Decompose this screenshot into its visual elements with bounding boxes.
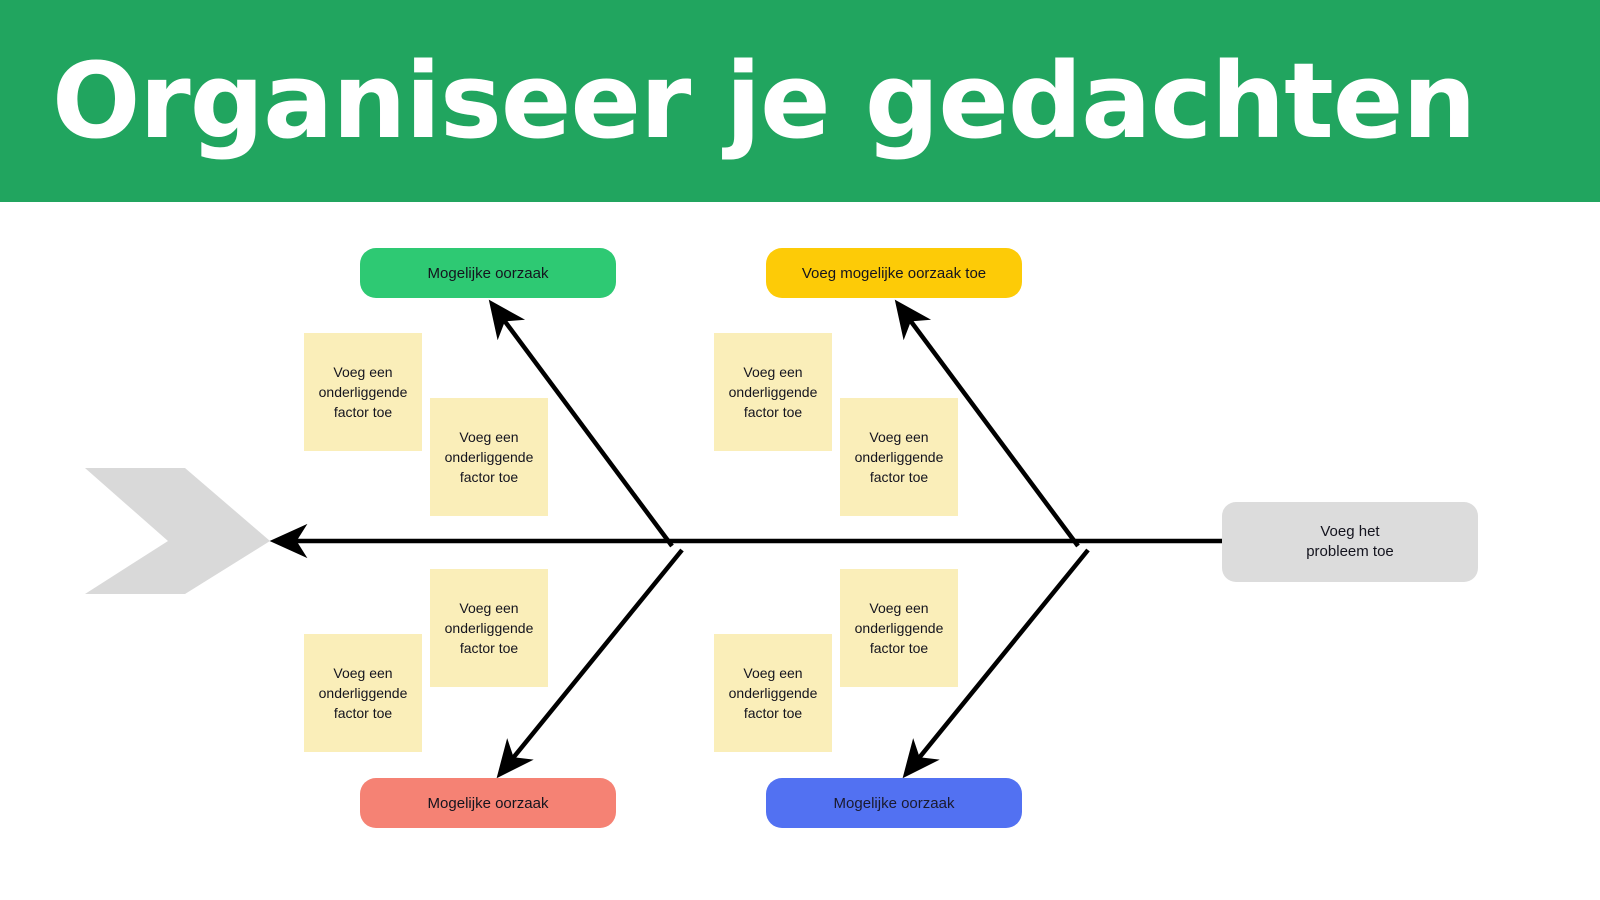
cause-label: Voeg mogelijke oorzaak toe (801, 264, 987, 282)
problem-box[interactable]: Voeg het probleem toe (1222, 502, 1478, 582)
sticky-note[interactable]: Voeg een onderliggende factor toe (304, 634, 422, 752)
sticky-note[interactable]: Voeg een onderliggende factor toe (430, 398, 548, 516)
cause-box-bottom-left[interactable]: Mogelijke oorzaak (360, 778, 616, 828)
sticky-note-label: Voeg een onderliggende factor toe (318, 363, 408, 421)
fishbone-skeleton (85, 299, 1222, 779)
spine-arrow-head (85, 468, 270, 594)
sticky-note[interactable]: Voeg een onderliggende factor toe (304, 333, 422, 451)
cause-label: Mogelijke oorzaak (427, 794, 549, 812)
sticky-note[interactable]: Voeg een onderliggende factor toe (714, 634, 832, 752)
sticky-note-label: Voeg een onderliggende factor toe (444, 599, 534, 657)
bone-top-left (488, 299, 674, 548)
sticky-note[interactable]: Voeg een onderliggende factor toe (430, 569, 548, 687)
cause-label: Mogelijke oorzaak (427, 264, 549, 282)
header-band: Organiseer je gedachten (0, 0, 1600, 202)
page-title: Organiseer je gedachten (52, 40, 1476, 162)
sticky-note-label: Voeg een onderliggende factor toe (318, 664, 408, 722)
sticky-note-label: Voeg een onderliggende factor toe (854, 599, 944, 657)
bone-top-right (894, 299, 1080, 548)
sticky-note-label: Voeg een onderliggende factor toe (854, 428, 944, 486)
sticky-note-label: Voeg een onderliggende factor toe (444, 428, 534, 486)
problem-label-line2: probleem toe (1306, 543, 1394, 560)
cause-box-top-left[interactable]: Mogelijke oorzaak (360, 248, 616, 298)
bone-bottom-left (496, 548, 684, 779)
cause-box-top-right[interactable]: Voeg mogelijke oorzaak toe (766, 248, 1022, 298)
sticky-note-label: Voeg een onderliggende factor toe (728, 664, 818, 722)
bone-bottom-right (902, 548, 1090, 779)
fishbone-diagram: Mogelijke oorzaak Voeg mogelijke oorzaak… (0, 202, 1600, 900)
sticky-note[interactable]: Voeg een onderliggende factor toe (840, 398, 958, 516)
cause-label: Mogelijke oorzaak (833, 794, 955, 812)
sticky-note[interactable]: Voeg een onderliggende factor toe (714, 333, 832, 451)
sticky-note[interactable]: Voeg een onderliggende factor toe (840, 569, 958, 687)
cause-box-bottom-right[interactable]: Mogelijke oorzaak (766, 778, 1022, 828)
problem-label: Voeg het probleem toe (1306, 522, 1394, 563)
problem-label-line1: Voeg het (1320, 522, 1380, 540)
sticky-note-label: Voeg een onderliggende factor toe (728, 363, 818, 421)
